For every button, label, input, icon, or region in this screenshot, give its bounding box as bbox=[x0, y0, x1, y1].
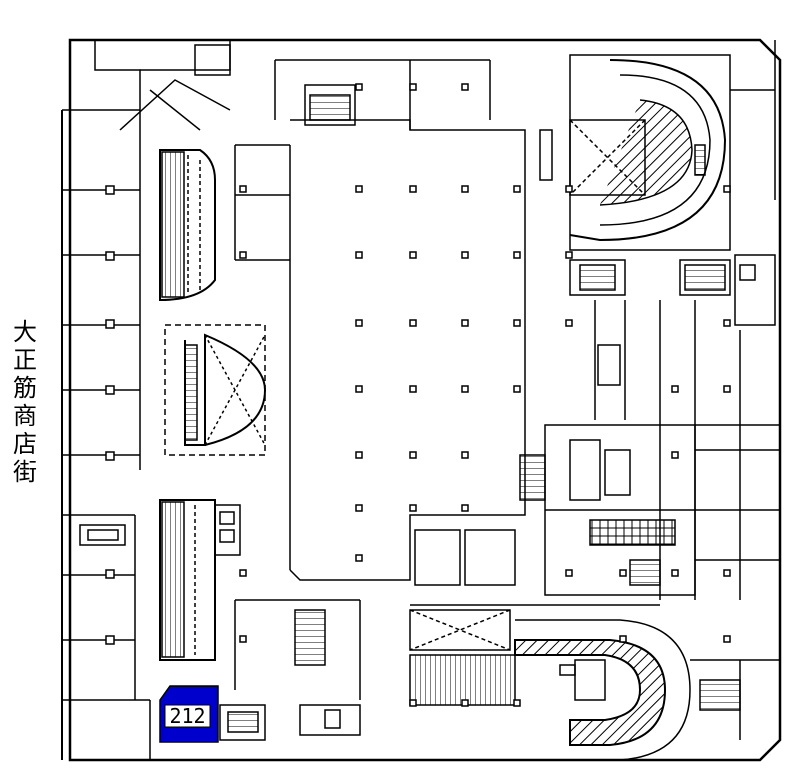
column-grid bbox=[105, 83, 731, 707]
highlighted-unit-212[interactable]: 212 bbox=[159, 685, 219, 743]
escalator-upper-left bbox=[159, 149, 216, 302]
escalator-lower-left bbox=[159, 499, 241, 661]
service-core bbox=[519, 424, 696, 596]
building-outline bbox=[68, 38, 782, 762]
parking-ramp-top bbox=[539, 54, 731, 251]
parking-ramp-bottom bbox=[514, 619, 691, 761]
central-hall bbox=[274, 59, 526, 581]
unit-number-label: 212 bbox=[169, 704, 205, 728]
atrium-void bbox=[164, 324, 267, 456]
street-name-label: 大正筋商店街 bbox=[13, 318, 37, 486]
bottom-center-rooms bbox=[290, 529, 660, 706]
left-shop-column bbox=[62, 109, 150, 701]
